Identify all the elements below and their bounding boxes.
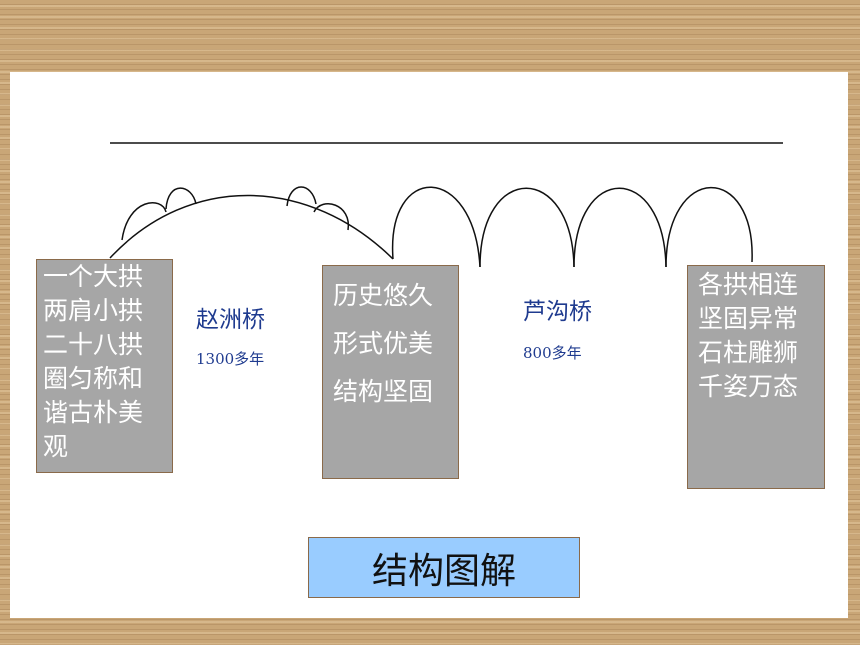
feature-line: 千姿万态 xyxy=(698,372,799,401)
feature-line: 谐古朴美 xyxy=(43,398,144,427)
lugou-bridge-age: 800多年 xyxy=(523,344,582,362)
feature-line: 圈匀称和 xyxy=(43,364,144,393)
zhaozhou-bridge-age: 1300多年 xyxy=(196,350,265,368)
lugou-arch xyxy=(479,187,575,268)
zhaozhou-small-arch xyxy=(165,187,197,210)
feature-line: 一个大拱 xyxy=(43,262,144,291)
feature-line: 历史悠久 xyxy=(333,281,434,310)
zhaozhou-bridge-name: 赵洲桥 xyxy=(196,307,265,333)
zhaozhou-small-arch xyxy=(121,202,167,241)
feature-line: 二十八拱 xyxy=(43,330,144,359)
diagram-title: 结构图解 xyxy=(308,537,580,598)
zhaozhou-small-arch xyxy=(286,186,317,207)
feature-line: 两肩小拱 xyxy=(43,296,144,325)
zhaozhou-big-arch xyxy=(109,194,394,260)
lugou-arch xyxy=(391,186,481,268)
lugou-arch xyxy=(665,186,753,268)
common-features-box: 历史悠久 形式优美 结构坚固 xyxy=(322,265,459,479)
zhaozhou-features-box: 一个大拱 两肩小拱 二十八拱 圈匀称和 谐古朴美 观 xyxy=(36,259,173,473)
feature-line: 石柱雕狮 xyxy=(698,338,799,367)
lugou-arch xyxy=(573,187,667,268)
feature-line: 形式优美 xyxy=(333,329,434,358)
feature-line: 坚固异常 xyxy=(698,304,799,333)
bridge-diagram xyxy=(109,142,783,268)
zhaozhou-small-arch xyxy=(313,203,349,231)
feature-line: 结构坚固 xyxy=(333,377,434,406)
lugou-features-box: 各拱相连 坚固异常 石柱雕狮 千姿万态 xyxy=(687,265,825,489)
lugou-bridge-name: 芦沟桥 xyxy=(523,299,592,325)
slide: 一个大拱 两肩小拱 二十八拱 圈匀称和 谐古朴美 观 赵洲桥 1300多年 历史… xyxy=(10,72,848,618)
feature-line: 各拱相连 xyxy=(698,270,799,299)
feature-line: 观 xyxy=(43,432,69,461)
